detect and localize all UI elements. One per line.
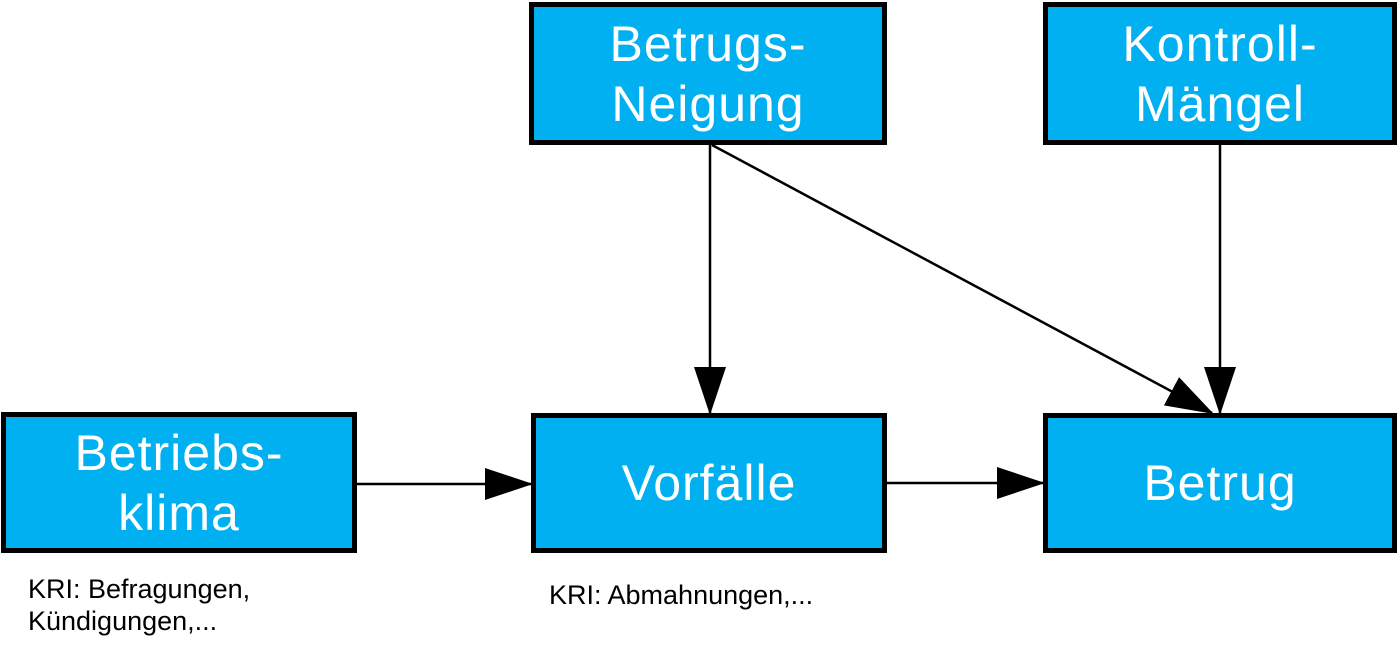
kri-annotation-betriebsklima: KRI: Befragungen, Kündigungen,... bbox=[28, 574, 251, 636]
node-betriebs-klima: Betriebs- klima bbox=[1, 412, 357, 553]
node-betriebs-klima-label: Betriebs- klima bbox=[74, 424, 284, 541]
node-kontroll-maengel: Kontroll- Mängel bbox=[1043, 2, 1397, 145]
node-betrug: Betrug bbox=[1043, 413, 1397, 553]
node-betrugs-neigung: Betrugs- Neigung bbox=[529, 2, 887, 145]
node-vorfaelle-label: Vorfälle bbox=[621, 455, 797, 511]
edge-betrugsneigung-betrug bbox=[711, 143, 1214, 415]
node-betrugs-neigung-label: Betrugs- Neigung bbox=[609, 15, 807, 132]
node-vorfaelle: Vorfälle bbox=[531, 413, 887, 553]
node-kontroll-maengel-label: Kontroll- Mängel bbox=[1122, 15, 1318, 132]
kri-annotation-vorfaelle: KRI: Abmahnungen,... bbox=[549, 580, 814, 610]
node-betrug-label: Betrug bbox=[1143, 455, 1297, 511]
